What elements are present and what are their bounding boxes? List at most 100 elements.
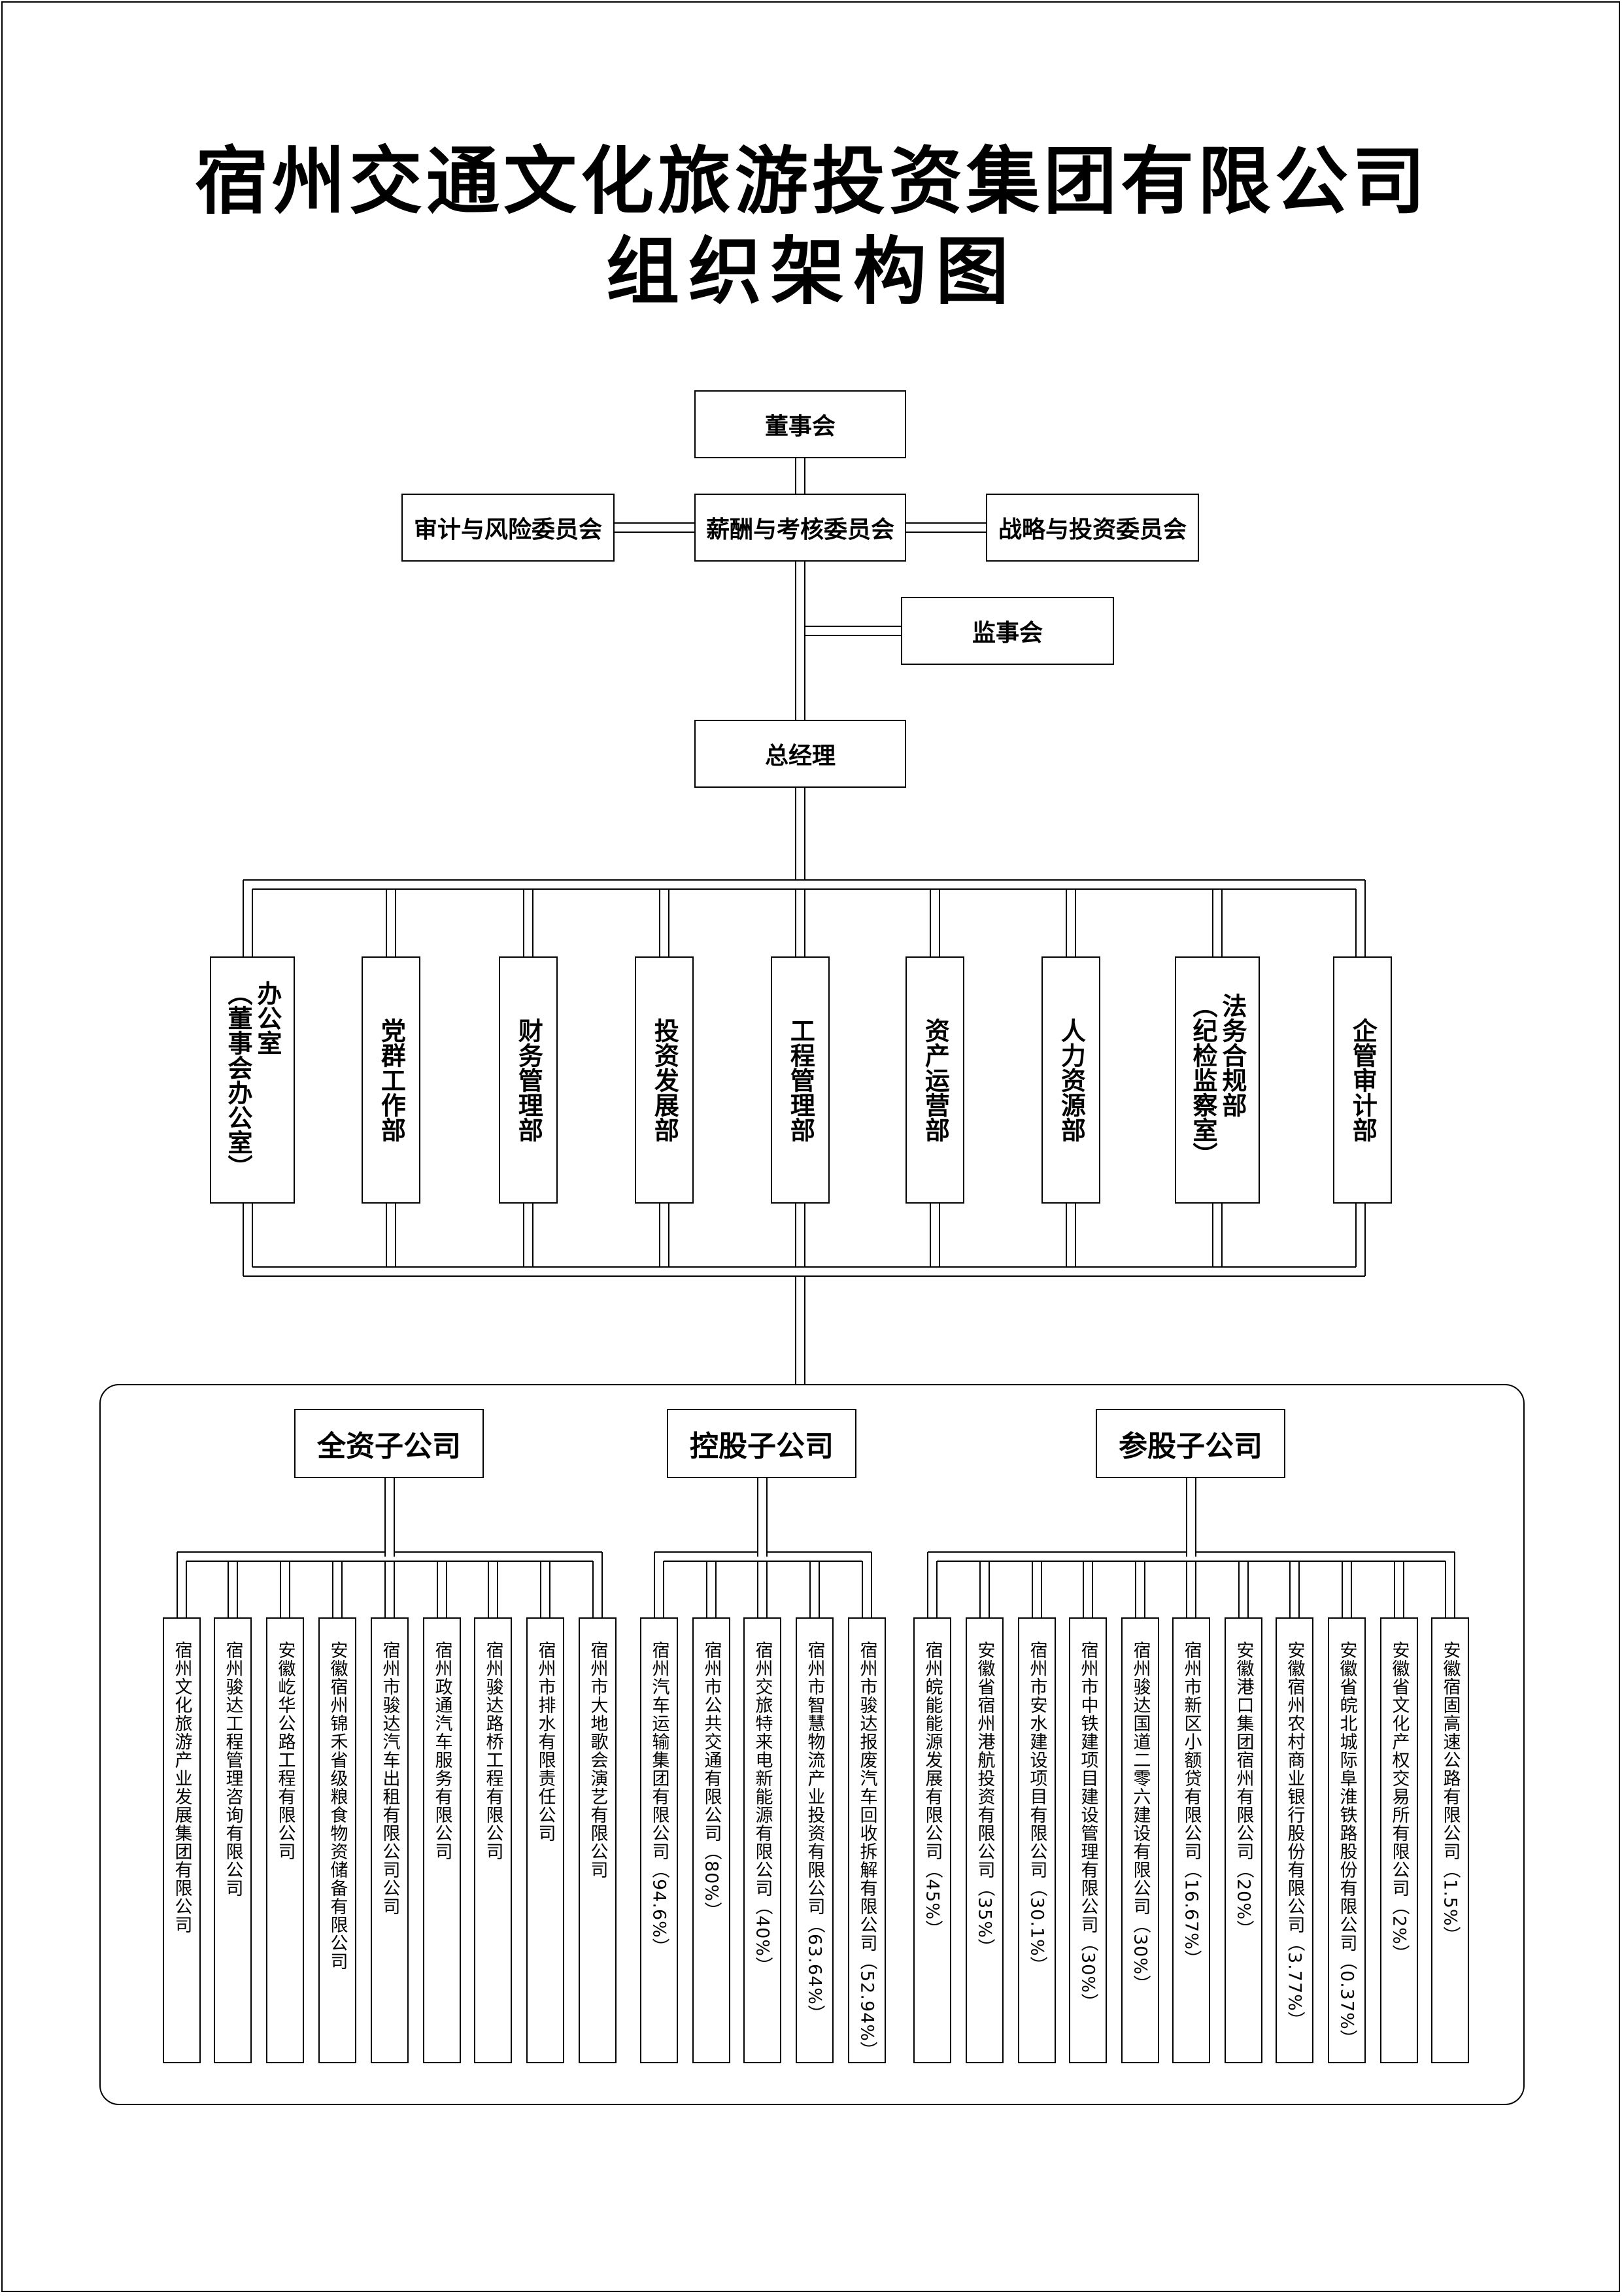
subsidiary-label: 宿州市骏达汽车出租有限公司公司 — [377, 1641, 403, 1916]
subsidiary-name: 宿州汽车运输集团有限公司 — [649, 1641, 669, 1861]
subsidiary-label: 安徽宿固高速公路有限公司（1.5%） — [1438, 1641, 1463, 1945]
compensation-committee-label: 薪酬与考核委员会 — [705, 516, 894, 543]
subsidiary-name: 安徽宿固高速公路有限公司 — [1440, 1641, 1461, 1861]
subsidiary-name: 宿州骏达路桥工程有限公司 — [482, 1641, 503, 1861]
department-box: 法务合规部 （纪检监察室） — [1175, 956, 1260, 1204]
subsidiary-box: 宿州汽车运输集团有限公司（94.6%） — [640, 1617, 678, 2063]
chart-subtitle: 组织架构图 — [606, 229, 1018, 314]
subsidiary-name: 宿州交旅特来电新能源有限公司 — [752, 1641, 773, 1897]
subsidiary-label: 宿州市公共交通有限公司（80%） — [699, 1641, 724, 1920]
subsidiary-share: （63.64%） — [804, 1916, 825, 2023]
subsidiaries-panel — [99, 1384, 1525, 2105]
subsidiary-name: 宿州市骏达报废汽车回收拆解有限公司 — [856, 1641, 877, 1952]
department-box: 资产运营部 — [905, 956, 964, 1204]
subsidiary-name: 安徽宿州农村商业银行股份有限公司 — [1284, 1641, 1305, 1934]
holding-header: 控股子公司 — [667, 1409, 856, 1478]
subsidiary-share: （3.77%） — [1284, 1934, 1305, 2030]
subsidiary-box: 宿州市大地歌会演艺有限公司 — [579, 1617, 617, 2063]
strategy-committee-label: 战略与投资委员会 — [998, 516, 1187, 543]
subsidiary-label: 宿州皖能能源发展有限公司（45%） — [920, 1641, 945, 1938]
subsidiary-box: 宿州骏达国道二零六建设有限公司（30%） — [1121, 1617, 1159, 2063]
compensation-committee-box: 薪酬与考核委员会 — [694, 494, 906, 562]
subsidiary-box: 宿州交旅特来电新能源有限公司（40%） — [743, 1617, 781, 2063]
subsidiary-share: （94.6%） — [649, 1861, 669, 1957]
subsidiary-name: 安徽省皖北城际阜淮铁路股份有限公司 — [1336, 1641, 1357, 1952]
subsidiary-name: 宿州市骏达汽车出租有限公司公司 — [379, 1641, 400, 1916]
subsidiary-name: 宿州市智慧物流产业投资有限公司 — [804, 1641, 825, 1916]
wholly-owned-header: 全资子公司 — [294, 1409, 484, 1478]
subsidiary-name: 宿州市公共交通有限公司 — [701, 1641, 722, 1842]
subsidiary-box: 宿州市公共交通有限公司（80%） — [692, 1617, 730, 2063]
equity-header: 参股子公司 — [1096, 1409, 1285, 1478]
subsidiary-label: 宿州市智慧物流产业投资有限公司（63.64%） — [802, 1641, 828, 2023]
subsidiary-name: 宿州文化旅游产业发展集团有限公司 — [171, 1641, 192, 1934]
equity-label: 参股子公司 — [1119, 1430, 1262, 1463]
subsidiary-name: 安徽省宿州港航投资有限公司 — [974, 1641, 995, 1879]
subsidiary-name: 安徽屹华公路工程有限公司 — [275, 1641, 296, 1861]
subsidiary-label: 安徽宿州锦禾省级粮食物资储备有限公司 — [325, 1641, 350, 1970]
subsidiary-name: 宿州市排水有限责任公司 — [535, 1641, 556, 1842]
department-label: 党群工作部 — [377, 1018, 406, 1142]
subsidiary-box: 宿州市骏达报废汽车回收拆解有限公司（52.94%） — [848, 1617, 886, 2063]
subsidiary-label: 宿州市大地歌会演艺有限公司 — [585, 1641, 611, 1879]
subsidiary-label: 安徽省皖北城际阜淮铁路股份有限公司（0.37%） — [1334, 1641, 1360, 2048]
subsidiary-share: （2%） — [1389, 1897, 1410, 1963]
subsidiary-box: 安徽省文化产权交易所有限公司（2%） — [1380, 1617, 1418, 2063]
subsidiary-label: 宿州交旅特来电新能源有限公司（40%） — [750, 1641, 775, 1975]
subsidiary-box: 宿州市骏达汽车出租有限公司公司 — [371, 1617, 409, 2063]
subsidiary-box: 安徽宿州锦禾省级粮食物资储备有限公司 — [318, 1617, 356, 2063]
subsidiary-box: 宿州骏达路桥工程有限公司 — [474, 1617, 512, 2063]
subsidiary-label: 安徽港口集团宿州有限公司（20%） — [1231, 1641, 1257, 1938]
subsidiary-box: 安徽屹华公路工程有限公司 — [266, 1617, 304, 2063]
subsidiary-name: 宿州政通汽车服务有限公司 — [431, 1641, 452, 1861]
subsidiary-share: （45%） — [922, 1861, 943, 1939]
subsidiary-label: 宿州文化旅游产业发展集团有限公司 — [169, 1641, 195, 1934]
department-box: 人力资源部 — [1041, 956, 1100, 1204]
subsidiary-box: 安徽省宿州港航投资有限公司（35%） — [966, 1617, 1004, 2063]
subsidiary-share: （30%） — [1130, 1916, 1151, 1994]
subsidiary-share: （52.94%） — [856, 1952, 877, 2060]
subsidiary-label: 安徽省文化产权交易所有限公司（2%） — [1387, 1641, 1412, 1963]
subsidiary-label: 宿州市排水有限责任公司 — [533, 1641, 558, 1842]
subsidiary-label: 安徽屹华公路工程有限公司 — [273, 1641, 298, 1861]
department-label: 法务合规部 （纪检监察室） — [1189, 993, 1247, 1167]
department-box: 党群工作部 — [362, 956, 420, 1204]
board-box: 董事会 — [694, 390, 906, 458]
subsidiary-box: 宿州政通汽车服务有限公司 — [423, 1617, 461, 2063]
subsidiary-box: 宿州市排水有限责任公司 — [526, 1617, 564, 2063]
subsidiary-share: （40%） — [752, 1897, 773, 1976]
subsidiary-label: 宿州市中铁建项目建设管理有限公司（30%） — [1075, 1641, 1101, 2012]
subsidiary-name: 宿州市安水建设项目有限公司 — [1026, 1641, 1047, 1879]
supervisory-board-box: 监事会 — [901, 597, 1114, 665]
subsidiary-name: 宿州市中铁建项目建设管理有限公司 — [1077, 1641, 1098, 1934]
subsidiary-share: （30.1%） — [1026, 1879, 1047, 1975]
subsidiary-box: 宿州市安水建设项目有限公司（30.1%） — [1018, 1617, 1056, 2063]
subsidiary-label: 安徽省宿州港航投资有限公司（35%） — [972, 1641, 998, 1957]
strategy-committee-box: 战略与投资委员会 — [986, 494, 1199, 562]
department-label: 投资发展部 — [650, 1018, 679, 1142]
subsidiary-share: （1.5%） — [1440, 1861, 1461, 1945]
holding-label: 控股子公司 — [690, 1430, 834, 1463]
department-label: 人力资源部 — [1057, 1018, 1086, 1142]
subsidiary-label: 宿州政通汽车服务有限公司 — [430, 1641, 455, 1861]
subsidiary-name: 宿州骏达工程管理咨询有限公司 — [222, 1641, 243, 1897]
subsidiary-share: （0.37%） — [1336, 1952, 1357, 2048]
department-label: 企管审计部 — [1348, 1018, 1378, 1142]
general-manager-box: 总经理 — [694, 720, 906, 788]
supervisory-board-label: 监事会 — [972, 620, 1043, 647]
department-box: 投资发展部 — [635, 956, 694, 1204]
wholly-owned-label: 全资子公司 — [317, 1430, 461, 1463]
chart-title: 宿州交通文化旅游投资集团有限公司 — [195, 139, 1429, 224]
subsidiary-share: （30%） — [1077, 1934, 1098, 2012]
department-box: 企管审计部 — [1333, 956, 1392, 1204]
subsidiary-box: 宿州市新区小额贷有限公司（16.67%） — [1172, 1617, 1210, 2063]
subsidiary-label: 宿州骏达工程管理咨询有限公司 — [220, 1641, 246, 1897]
subsidiary-box: 宿州骏达工程管理咨询有限公司 — [214, 1617, 252, 2063]
department-label: 财务管理部 — [514, 1018, 543, 1142]
subsidiary-label: 宿州汽车运输集团有限公司（94.6%） — [647, 1641, 672, 1957]
subsidiary-box: 宿州市中铁建项目建设管理有限公司（30%） — [1069, 1617, 1107, 2063]
subsidiary-box: 安徽宿州农村商业银行股份有限公司（3.77%） — [1276, 1617, 1313, 2063]
department-box: 财务管理部 — [499, 956, 558, 1204]
